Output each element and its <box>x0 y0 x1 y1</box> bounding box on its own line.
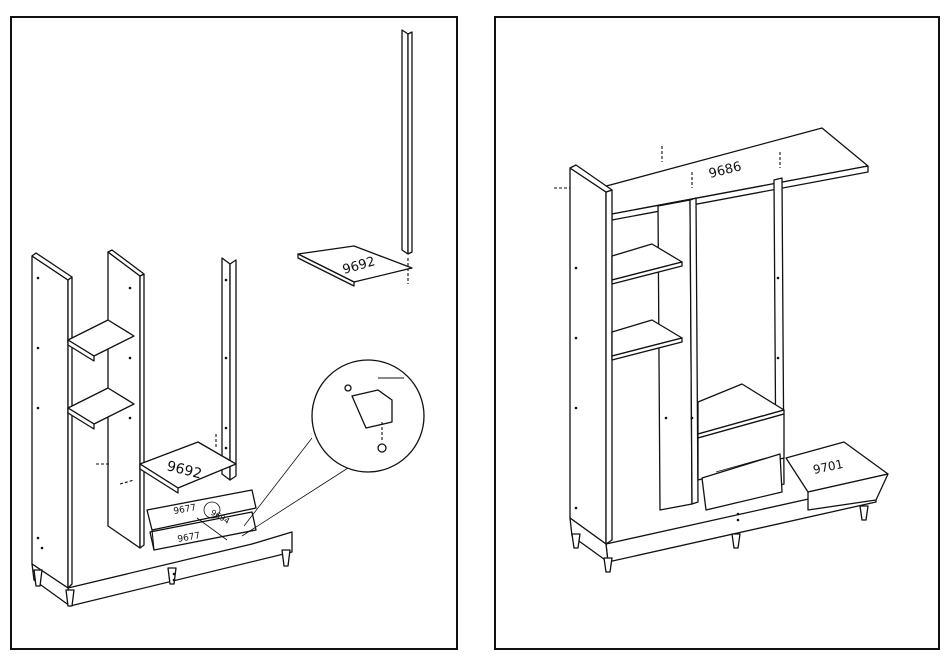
left-side-panel <box>570 165 612 544</box>
left-assembly-step-panel: 9692 9677 9677 9694 <box>10 16 458 650</box>
left-assembly-drawing: 9692 9677 9677 9694 <box>12 18 460 652</box>
drawer-compartment <box>698 384 784 510</box>
drawer-assembly: 9677 9677 9694 <box>147 490 256 550</box>
feet <box>572 506 868 572</box>
side-base-9701: 9701 <box>786 442 888 510</box>
loose-tall-upright <box>402 30 412 284</box>
inner-divider <box>658 198 698 510</box>
loose-top-shelf-9692: 9692 <box>298 246 412 286</box>
right-assembly-drawing: 9686 <box>496 18 942 652</box>
narrow-right-upright <box>222 258 236 480</box>
right-assembly-step-panel: 9686 <box>494 16 940 650</box>
top-panel-9686: 9686 <box>584 128 868 220</box>
